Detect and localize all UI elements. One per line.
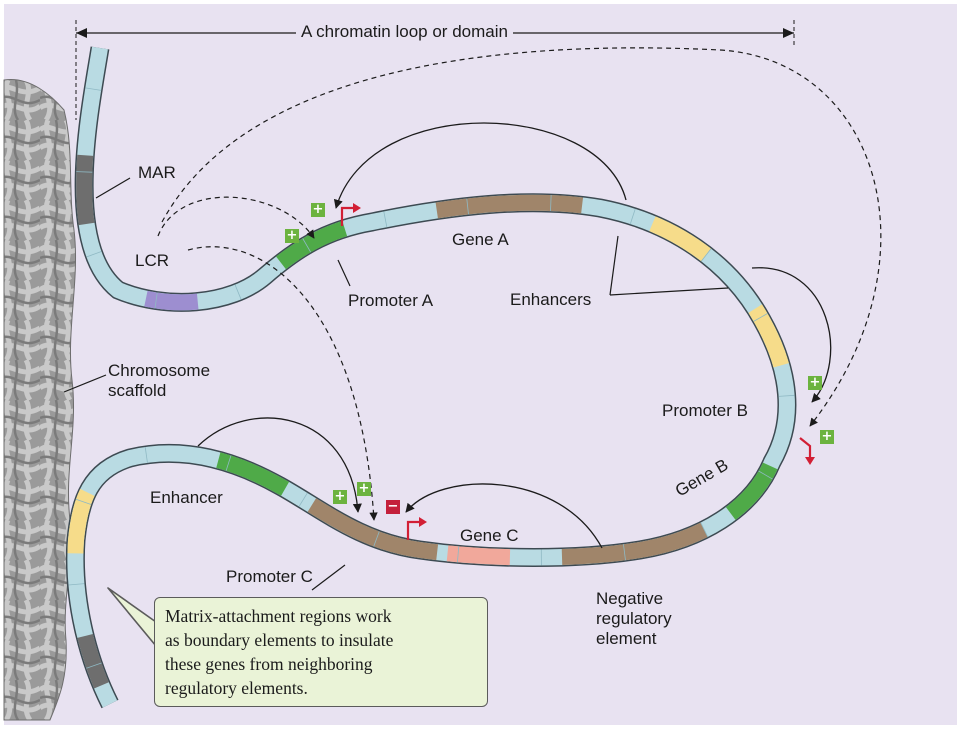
negative-regulatory-element-label: Negative regulatory element: [596, 589, 672, 648]
chromosome-scaffold-label: Chromosome scaffold: [108, 361, 211, 400]
strand-band-divider: [700, 248, 712, 262]
strand-band-divider: [154, 292, 158, 309]
boundary-note-callout: Matrix-attachment regions work as bounda…: [154, 597, 488, 707]
activator-badge: +: [285, 228, 299, 243]
solid-interaction-arcs: [197, 122, 832, 549]
strand-band-divider: [550, 195, 552, 212]
strand-band-divider: [623, 544, 626, 561]
strand-band-divider: [225, 455, 232, 471]
strand-band-divider: [144, 446, 148, 463]
leader-lines: [63, 177, 729, 591]
lcr-dashed-arcs: [157, 47, 882, 521]
strand-band-divider: [86, 662, 102, 669]
chromosome-scaffold: [3, 79, 76, 721]
strand-band-divider: [302, 238, 312, 253]
chromatin-segments: [67, 46, 795, 708]
enhancer-label: Enhancer: [150, 488, 223, 507]
strand-band-divider: [466, 198, 469, 215]
strand-band-divider: [758, 470, 773, 480]
activator-badge: +: [808, 375, 822, 390]
activator-badge: +: [357, 481, 371, 496]
activator-badge: +: [820, 429, 834, 444]
gene-c-label: Gene C: [460, 526, 519, 545]
lcr-label: LCR: [135, 251, 170, 270]
gene-a-label: Gene A: [452, 230, 509, 249]
strand-band-divider: [76, 171, 93, 173]
strand-band-divider: [383, 211, 388, 228]
strand-band-divider: [86, 251, 102, 258]
repressor-badge: −: [386, 499, 400, 514]
promoter-a-label: Promoter A: [348, 291, 434, 310]
strand-band-divider: [373, 531, 380, 547]
strand-band-divider: [629, 208, 636, 225]
strand-band-divider: [457, 546, 460, 563]
promoter-b-label: Promoter B: [662, 401, 748, 420]
strand-band-divider: [68, 583, 85, 586]
strand-band-divider: [234, 284, 242, 300]
domain-label: A chromatin loop or domain: [296, 22, 513, 42]
activator-badge: +: [333, 489, 347, 504]
strand-band-divider: [298, 492, 308, 507]
strand-band-divider: [85, 87, 102, 91]
strand-band-divider: [700, 522, 709, 538]
promoter-c-label: Promoter C: [226, 567, 313, 586]
activator-badge: +: [311, 202, 325, 217]
transcription-start-arrows: [340, 203, 815, 540]
strand-band-divider: [753, 313, 768, 322]
mar-label: MAR: [138, 163, 176, 182]
strand-band-divider: [778, 394, 795, 397]
enhancers-label: Enhancers: [510, 290, 592, 309]
strand-band-divider: [75, 498, 92, 505]
